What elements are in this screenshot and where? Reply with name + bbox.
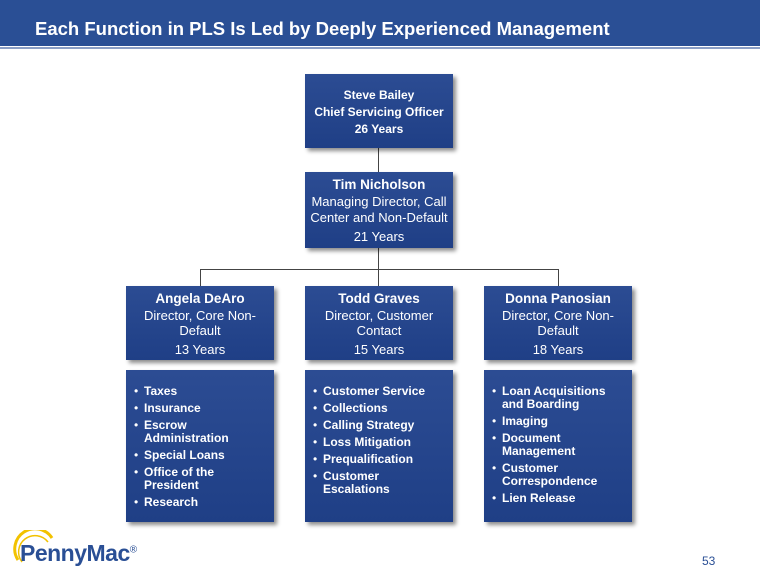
function-item: Document Management [492,432,626,458]
person-role-line1: Managing Director, Call [311,194,447,209]
org-box-donna-panosian: Donna Panosian Director, Core Non- Defau… [484,286,632,360]
header-divider [0,47,760,49]
org-box-todd-graves: Todd Graves Director, Customer Contact 1… [305,286,453,360]
connector-center-drop [378,269,379,286]
title-bar [0,0,760,46]
registered-mark: ® [129,544,137,556]
function-item: Office of the President [134,466,268,492]
person-years: 26 Years [354,122,404,136]
function-item: Special Loans [134,449,268,463]
person-role-line2: Default [537,323,579,338]
page-number: 53 [702,554,716,568]
connector-top-mid [378,148,379,172]
pennymac-logo: PennyMac® [20,540,137,567]
person-role-line2: Center and Non-Default [310,210,448,225]
pennymac-logo-mark [13,530,54,563]
function-item: Research [134,496,268,510]
connector-horizontal [200,269,558,270]
function-list-todd-graves: Customer Service Collections Calling Str… [305,370,453,522]
function-item: Customer Escalations [313,470,447,496]
function-item: Collections [313,402,447,416]
org-box-chief-servicing-officer: Steve Bailey Chief Servicing Officer 26 … [305,74,453,148]
function-list-angela-dearo: Taxes Insurance Escrow Administration Sp… [126,370,274,522]
function-item: Imaging [492,415,626,429]
person-years: 21 Years [353,229,405,244]
function-item: Calling Strategy [313,419,447,433]
function-item: Customer Correspondence [492,462,626,488]
person-name: Todd Graves [338,291,420,306]
function-item: Escrow Administration [134,419,268,445]
page-title: Each Function in PLS Is Led by Deeply Ex… [35,18,610,39]
person-years: 15 Years [353,342,405,357]
org-box-managing-director: Tim Nicholson Managing Director, Call Ce… [305,172,453,248]
person-name: Tim Nicholson [332,177,426,192]
function-item: Insurance [134,402,268,416]
function-item: Customer Service [313,385,447,399]
person-role-line2: Contact [356,323,402,338]
person-name: Angela DeAro [155,291,245,306]
person-role-line2: Default [179,323,221,338]
person-years: 13 Years [174,342,226,357]
person-name: Steve Bailey [343,88,415,102]
function-list-donna-panosian: Loan Acquisitions and Boarding Imaging D… [484,370,632,522]
connector-left-drop [200,269,201,286]
person-role-line1: Director, Core Non- [144,308,256,323]
function-item: Lien Release [492,492,626,506]
person-role-line1: Director, Customer [324,308,434,323]
person-name: Donna Panosian [505,291,611,306]
connector-right-drop [558,269,559,286]
function-item: Prequalification [313,453,447,467]
org-box-angela-dearo: Angela DeAro Director, Core Non- Default… [126,286,274,360]
person-role-line1: Director, Core Non- [502,308,614,323]
person-years: 18 Years [532,342,584,357]
connector-mid-down [378,248,379,270]
logo-text: PennyMac [20,540,130,566]
function-item: Loan Acquisitions and Boarding [492,385,626,411]
function-item: Loss Mitigation [313,436,447,450]
person-role: Chief Servicing Officer [314,105,444,119]
function-item: Taxes [134,385,268,399]
